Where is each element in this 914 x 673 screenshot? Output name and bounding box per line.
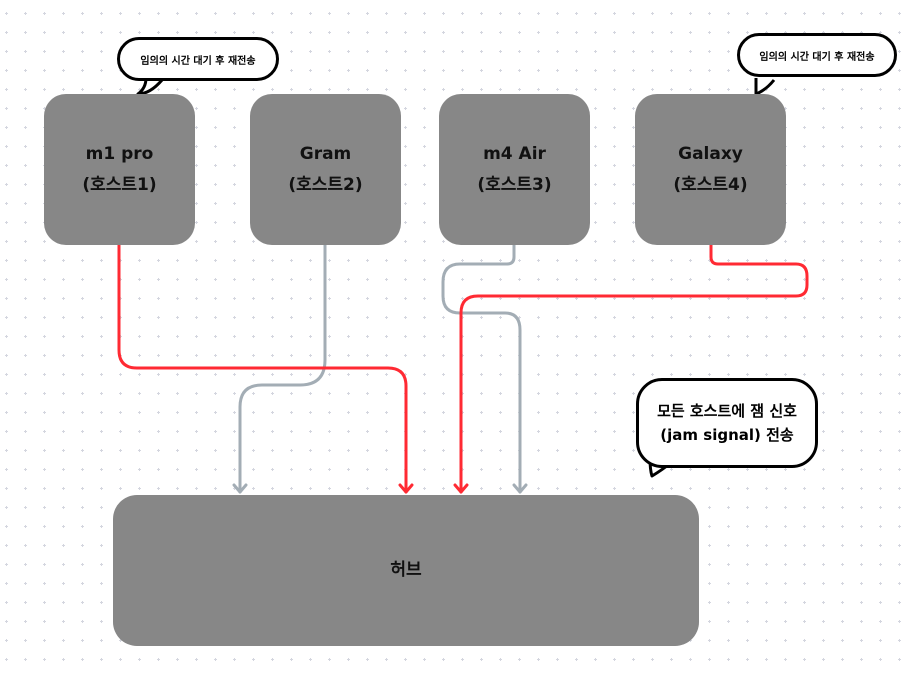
host-2-name: Gram <box>299 143 352 164</box>
callout-host4-retry: 임의의 시간 대기 후 재전송 <box>737 33 897 77</box>
callout-host4-text: 임의의 시간 대기 후 재전송 <box>759 51 875 63</box>
callout-jam-line2: (jam signal) 전송 <box>660 426 794 444</box>
link-host4-to-hub <box>459 243 809 494</box>
host-1-name: m1 pro <box>85 143 154 164</box>
host-3-label: (호스트3) <box>477 174 552 195</box>
hub-label: 허브 <box>390 560 422 580</box>
host-node-3[interactable]: m4 Air (호스트3) <box>439 94 590 245</box>
arrowhead-host2 <box>232 483 248 494</box>
callout-jam-signal: 모든 호스트에 잼 신호 (jam signal) 전송 <box>636 378 818 468</box>
host-node-1[interactable]: m1 pro (호스트1) <box>44 94 195 245</box>
host-4-name: Galaxy <box>678 143 743 164</box>
link-host1-to-hub <box>117 243 408 494</box>
arrowhead-host4 <box>453 483 469 494</box>
link-host3-to-hub <box>441 243 522 494</box>
host-4-label: (호스트4) <box>673 174 748 195</box>
callout-tail-host4 <box>754 77 776 96</box>
host-node-2[interactable]: Gram (호스트2) <box>250 94 401 245</box>
arrowhead-host1 <box>398 483 414 494</box>
hub-node[interactable]: 허브 <box>113 495 699 646</box>
host-2-label: (호스트2) <box>288 174 363 195</box>
callout-host1-text: 임의의 시간 대기 후 재전송 <box>140 55 256 67</box>
host-node-4[interactable]: Galaxy (호스트4) <box>635 94 786 245</box>
callout-host1-retry: 임의의 시간 대기 후 재전송 <box>117 37 279 81</box>
callout-jam-line1: 모든 호스트에 잼 신호 <box>657 402 797 420</box>
arrowhead-host3 <box>512 483 528 494</box>
host-3-name: m4 Air <box>483 143 546 164</box>
host-1-label: (호스트1) <box>82 174 157 195</box>
link-host2-to-hub <box>238 243 327 494</box>
